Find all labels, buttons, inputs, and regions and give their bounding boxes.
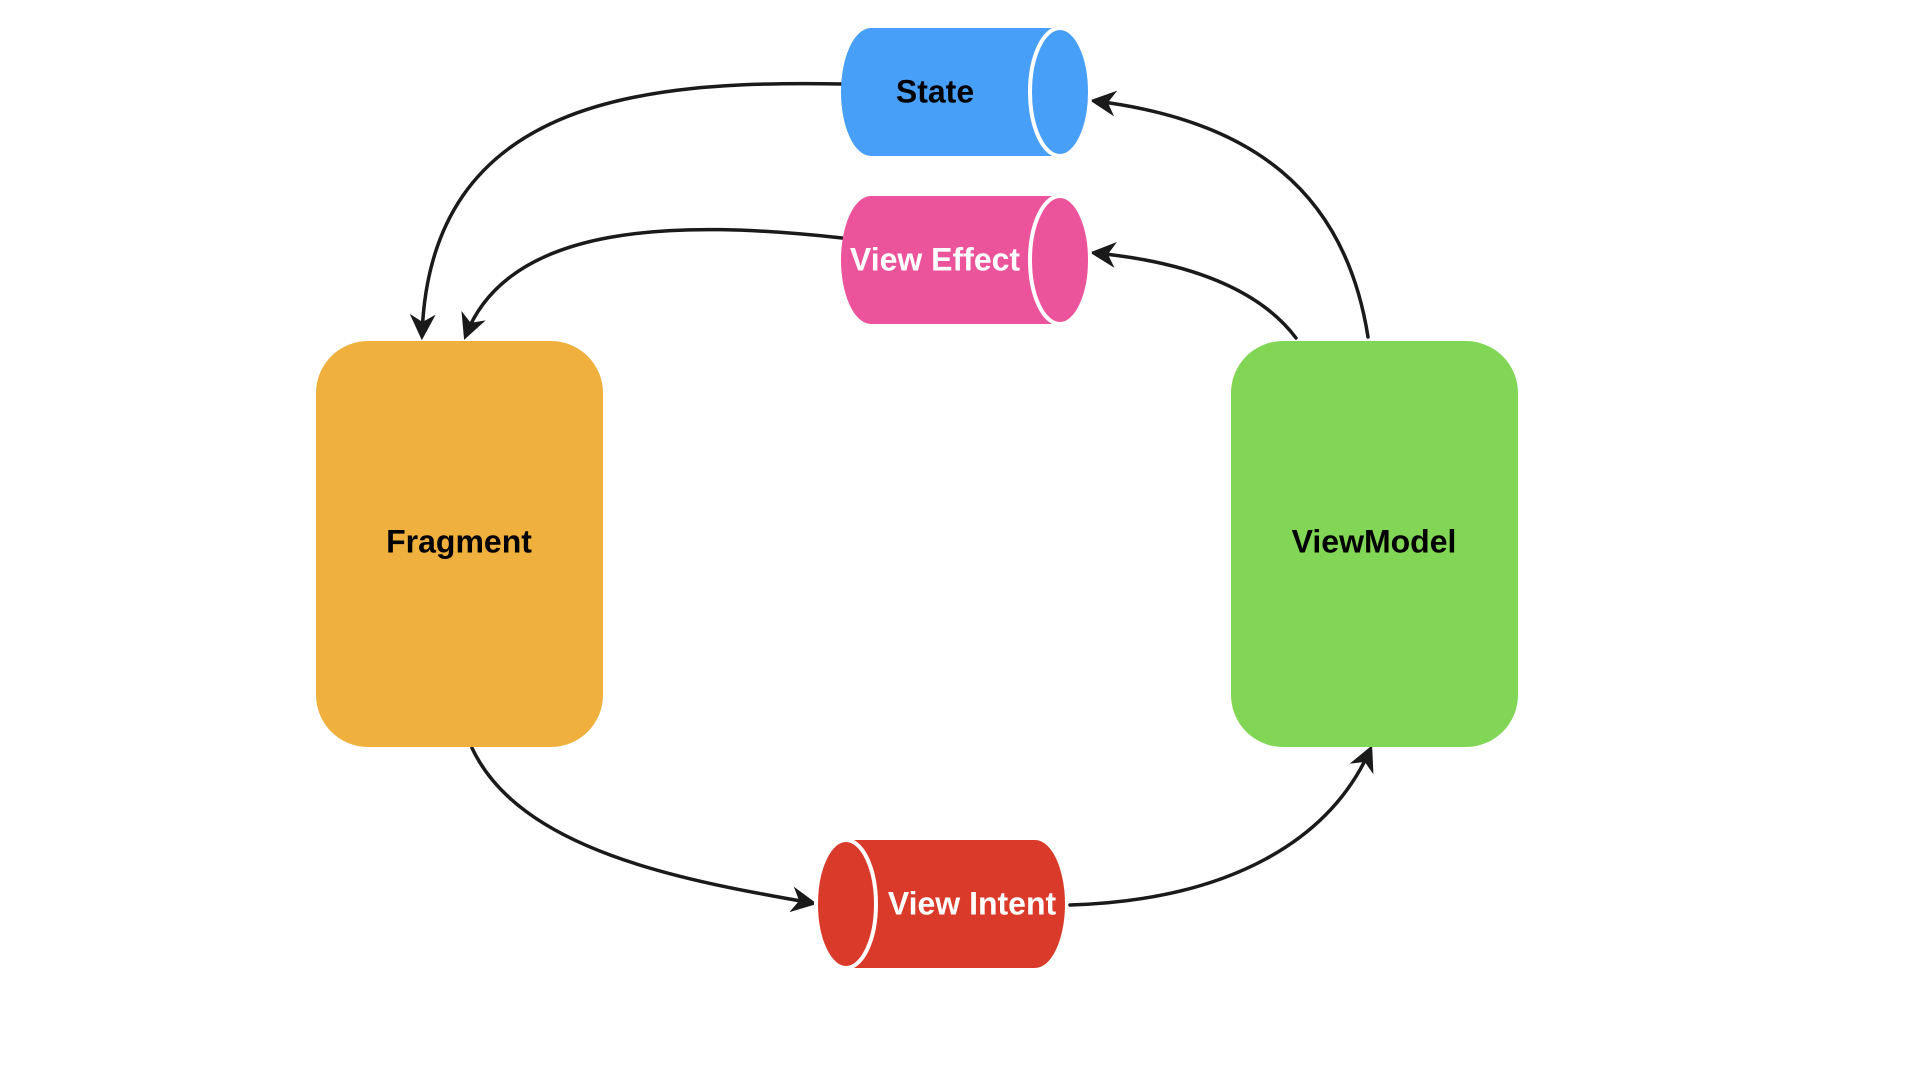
state-cylinder-body <box>841 28 1090 156</box>
view-intent-queue: View Intent <box>814 838 1065 970</box>
view-effect-queue: View Effect <box>841 194 1092 326</box>
arrow-fragment-to-view-intent <box>470 746 818 913</box>
viewmodel-label: ViewModel <box>1292 523 1457 559</box>
arrows-group <box>409 81 1374 913</box>
arrow-state-to-fragment <box>409 81 844 341</box>
viewmodel-box <box>1231 341 1518 747</box>
view-intent-cylinder-cap <box>814 838 878 970</box>
view-intent-label: View Intent <box>888 885 1057 921</box>
view-effect-cylinder-cap <box>1028 194 1092 326</box>
view-effect-cylinder-body <box>841 196 1090 324</box>
arrow-viewmodel-to-view-effect <box>1089 242 1298 340</box>
state-label: State <box>896 73 974 109</box>
fragment-label: Fragment <box>386 523 532 559</box>
view-intent-cylinder-body <box>816 840 1065 968</box>
arrow-view-effect-to-fragment <box>461 227 844 340</box>
fragment-box <box>316 341 603 747</box>
state-queue: State <box>841 26 1092 158</box>
arrow-view-intent-to-viewmodel <box>1068 745 1374 907</box>
view-effect-label: View Effect <box>850 241 1020 277</box>
state-cylinder-cap <box>1028 26 1092 158</box>
viewmodel-node: ViewModel <box>1231 341 1518 747</box>
fragment-node: Fragment <box>316 341 603 747</box>
arrow-viewmodel-to-state <box>1089 90 1370 339</box>
